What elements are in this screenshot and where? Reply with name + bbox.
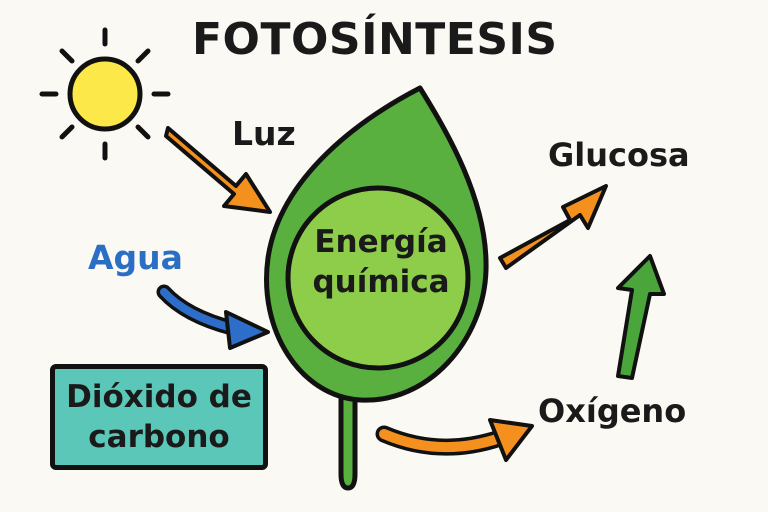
- glucose-label: Glucosa: [548, 136, 690, 174]
- chemical-energy-line1: Energía: [314, 224, 448, 260]
- page-title: FOTOSÍNTESIS: [192, 14, 558, 65]
- oxygen-arrow: [375, 418, 534, 462]
- sun-icon: [39, 27, 171, 161]
- carbon-dioxide-line1: Dióxido de: [66, 379, 252, 415]
- green-arrow: [616, 254, 666, 380]
- glucose-arrow: [498, 184, 608, 270]
- leaf-icon: [264, 85, 489, 403]
- light-arrow: [164, 126, 272, 214]
- carbon-dioxide-line2: carbono: [88, 419, 230, 455]
- water-label: Agua: [88, 238, 183, 277]
- carbon-dioxide-box: Dióxido de carbono: [50, 364, 268, 470]
- chemical-energy-label: Energía química: [300, 222, 462, 302]
- oxygen-label: Oxígeno: [538, 392, 687, 430]
- light-label: Luz: [232, 114, 296, 153]
- water-arrow: [156, 284, 270, 350]
- leaf-stem: [338, 389, 358, 491]
- chemical-energy-line2: química: [312, 264, 450, 300]
